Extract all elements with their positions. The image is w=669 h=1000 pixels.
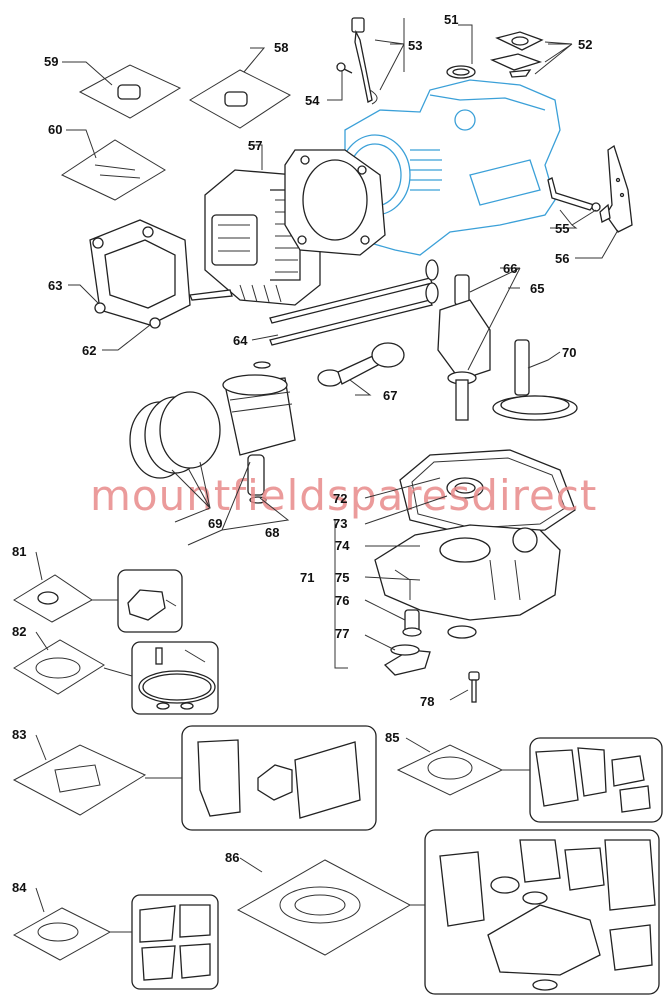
callout-78: 78 <box>420 694 434 709</box>
piston-pin-68[interactable] <box>247 361 271 504</box>
dipstick[interactable] <box>351 17 378 105</box>
callout-73: 73 <box>333 516 347 531</box>
kit-bag-86[interactable] <box>236 859 412 956</box>
crankshaft-65[interactable] <box>437 274 491 421</box>
oil-seal-76[interactable] <box>447 625 477 639</box>
callout-77: 77 <box>335 626 349 641</box>
callout-63: 63 <box>48 278 62 293</box>
callouts: 51 52 53 54 55 56 57 58 59 60 62 63 64 6… <box>12 12 592 895</box>
kit-bag-84[interactable] <box>12 907 112 961</box>
crankcase-gasket[interactable] <box>399 449 576 536</box>
callout-75: 75 <box>335 570 349 585</box>
camshaft-70[interactable] <box>492 339 578 421</box>
callout-65: 65 <box>530 281 544 296</box>
kit-bag-60[interactable] <box>60 139 166 201</box>
kit-82-contents <box>103 641 219 715</box>
kit-83-contents <box>145 725 377 831</box>
callout-71: 71 <box>300 570 314 585</box>
kit-86-contents <box>410 829 660 995</box>
callout-67: 67 <box>383 388 397 403</box>
callout-84: 84 <box>12 880 27 895</box>
kit-bag-82[interactable] <box>13 639 105 695</box>
callout-85: 85 <box>385 730 399 745</box>
kit-bag-85[interactable] <box>396 744 504 796</box>
kit-bag-83[interactable] <box>12 744 147 816</box>
governor-lever-56[interactable] <box>599 144 633 233</box>
callout-64: 64 <box>233 333 248 348</box>
kit-84-contents <box>110 894 219 990</box>
engine-block[interactable] <box>339 79 561 256</box>
callout-53: 53 <box>408 38 422 53</box>
callout-69: 69 <box>208 516 222 531</box>
governor-shaft-55[interactable] <box>547 177 601 212</box>
callout-60: 60 <box>48 122 62 137</box>
connecting-rod-67[interactable] <box>317 342 405 387</box>
kit-bag-59[interactable] <box>78 64 182 119</box>
callout-86: 86 <box>225 850 239 865</box>
callout-76: 76 <box>335 593 349 608</box>
oil-pump-74[interactable] <box>402 609 422 637</box>
callout-51: 51 <box>444 12 458 27</box>
bolt-78[interactable] <box>468 671 480 703</box>
bearing-73[interactable] <box>446 477 484 499</box>
breather-cover-52[interactable] <box>489 31 544 78</box>
piston-rings-69[interactable] <box>129 391 221 479</box>
callout-81: 81 <box>12 544 26 559</box>
callout-56: 56 <box>555 251 569 266</box>
dipstick-screw[interactable] <box>336 62 353 74</box>
pushrods-64[interactable] <box>269 259 439 346</box>
callout-58: 58 <box>274 40 288 55</box>
callout-70: 70 <box>562 345 576 360</box>
callout-54: 54 <box>305 93 320 108</box>
crankcase-cover-71[interactable] <box>374 524 561 621</box>
kit-bag-81[interactable] <box>13 574 93 623</box>
watermark-text: mountfieldsparesdirect <box>90 471 597 520</box>
kit-bag-58[interactable] <box>189 69 291 129</box>
kit-81-contents <box>92 569 183 633</box>
leader-lines <box>35 18 619 913</box>
callout-83: 83 <box>12 727 26 742</box>
callout-74: 74 <box>335 538 350 553</box>
callout-82: 82 <box>12 624 26 639</box>
callout-55: 55 <box>555 221 569 236</box>
kit-85-contents <box>502 737 663 823</box>
callout-57: 57 <box>248 138 262 153</box>
rocker-cover-62[interactable] <box>89 219 191 329</box>
callout-72: 72 <box>333 491 347 506</box>
head-gasket[interactable] <box>284 149 386 256</box>
callout-59: 59 <box>44 54 58 69</box>
callout-66: 66 <box>503 261 517 276</box>
callout-62: 62 <box>82 343 96 358</box>
screen-cover-77[interactable] <box>383 644 431 676</box>
piston[interactable] <box>222 374 296 456</box>
callout-52: 52 <box>578 37 592 52</box>
callout-68: 68 <box>265 525 279 540</box>
oil-seal-51[interactable] <box>446 65 476 79</box>
